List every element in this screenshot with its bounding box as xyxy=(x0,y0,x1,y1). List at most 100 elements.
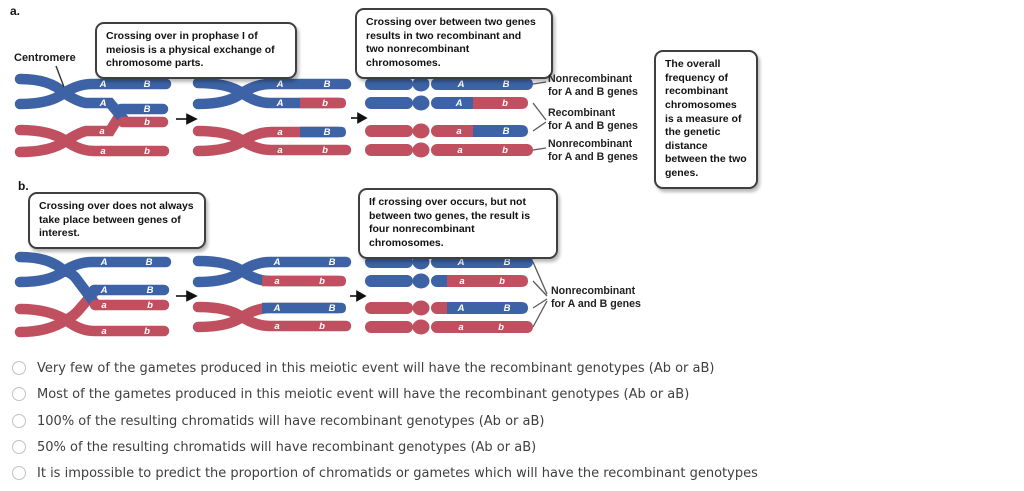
radio-option-1[interactable] xyxy=(12,361,26,375)
gene-label: a xyxy=(101,326,106,337)
label-title: Nonrecombinant xyxy=(548,138,633,150)
part-b-label-connectors xyxy=(532,261,548,328)
part-a-label-connectors xyxy=(532,81,547,151)
part-b-stage3-chromatids xyxy=(365,254,533,335)
gene-label: B xyxy=(329,257,336,268)
gene-label: a xyxy=(274,276,279,287)
gene-label: a xyxy=(277,127,282,138)
option-text-5: It is impossible to predict the proporti… xyxy=(37,465,758,481)
label-subtitle: for A and B genes xyxy=(548,119,638,132)
part-b-stage3-gene-labels: A B a b A B a b xyxy=(457,257,511,333)
part-a-stage1-chromosomes xyxy=(14,73,172,158)
arrow-icon-a2 xyxy=(351,112,368,124)
radio-option-4[interactable] xyxy=(12,440,26,454)
gene-label: B xyxy=(144,104,151,115)
gene-label: b xyxy=(499,276,505,287)
centromere-label: Centromere xyxy=(14,52,76,64)
gene-label: b xyxy=(319,276,325,287)
answer-option-row-5[interactable]: It is impossible to predict the proporti… xyxy=(0,462,758,484)
callout-crossing-between-genes: Crossing over between two genes results … xyxy=(355,8,553,79)
label-subtitle: for A and B genes xyxy=(548,85,638,98)
part-a-stage3-gene-labels: A B A b a B a b xyxy=(455,79,510,156)
gene-label: a xyxy=(99,126,104,137)
answer-option-row-3[interactable]: 100% of the resulting chromatids will ha… xyxy=(0,410,544,432)
gene-label: B xyxy=(504,257,511,268)
gene-label: B xyxy=(503,126,510,137)
centromere-pointer-line xyxy=(55,65,65,88)
part-b-stage1-chromosomes xyxy=(14,251,172,338)
gene-label: A xyxy=(273,257,281,268)
label-title: Nonrecombinant xyxy=(551,285,636,297)
radio-option-3[interactable] xyxy=(12,414,26,428)
radio-option-2[interactable] xyxy=(12,387,26,401)
chromosome-diagram-svg: A B A B b a a b A B xyxy=(14,65,548,338)
label-title: Recombinant xyxy=(548,107,616,119)
arrow-icon-b2 xyxy=(350,290,367,302)
gene-label: A xyxy=(100,257,108,268)
part-a-stage1-gene-labels: A B A B b a a b xyxy=(99,79,151,157)
panel-b-label: b. xyxy=(18,179,29,193)
label-title: Nonrecombinant xyxy=(548,73,633,85)
gene-label: A xyxy=(100,285,108,296)
gene-label: a xyxy=(101,300,106,311)
gene-label: b xyxy=(147,300,153,311)
arrow-icon-b1 xyxy=(176,290,198,302)
panel-a-label: a. xyxy=(10,4,21,18)
gene-label: B xyxy=(147,285,154,296)
gene-label: B xyxy=(504,303,511,314)
gene-label: A xyxy=(457,79,465,90)
gene-label: A xyxy=(276,79,284,90)
gene-label: a xyxy=(456,126,461,137)
label-recombinant: Recombinant for A and B genes xyxy=(548,107,638,132)
gene-label: b xyxy=(144,117,150,128)
gene-label: b xyxy=(502,145,508,156)
gene-label: B xyxy=(144,79,151,90)
callout-recombination-frequency: The overall frequency of recombinant chr… xyxy=(654,50,758,189)
part-b-stage1-gene-labels: A B A B a b a b xyxy=(100,257,154,337)
gene-label: B xyxy=(503,79,510,90)
gene-label: a xyxy=(458,322,463,333)
part-a-stage2-chromosomes xyxy=(192,77,352,157)
gene-label: a xyxy=(457,145,462,156)
option-text-2: Most of the gametes produced in this mei… xyxy=(37,386,690,402)
label-nonrecombinant-part-b: Nonrecombinant for A and B genes xyxy=(551,285,641,310)
callout-four-nonrecombinant: If crossing over occurs, but not between… xyxy=(358,188,558,259)
option-text-1: Very few of the gametes produced in this… xyxy=(37,360,715,376)
gene-label: B xyxy=(324,127,331,138)
gene-label: B xyxy=(324,79,331,90)
gene-label: b xyxy=(322,98,328,109)
gene-label: a xyxy=(274,321,279,332)
option-text-4: 50% of the resulting chromatids will hav… xyxy=(37,439,537,455)
callout-not-always-between-genes: Crossing over does not always take place… xyxy=(28,192,206,249)
gene-label: A xyxy=(455,98,463,109)
part-a-stage3-chromatids xyxy=(365,76,533,158)
right-arrow-icons xyxy=(176,112,368,302)
gene-label: B xyxy=(146,257,153,268)
gene-label: a xyxy=(277,145,282,156)
answer-option-row-1[interactable]: Very few of the gametes produced in this… xyxy=(0,357,714,379)
gene-label: b xyxy=(144,326,150,337)
gene-label: A xyxy=(276,98,284,109)
part-b-stage2-gene-labels: A B a b A B a b xyxy=(273,257,336,332)
gene-label: b xyxy=(498,322,504,333)
gene-label: A xyxy=(457,303,465,314)
label-subtitle: for A and B genes xyxy=(551,297,641,310)
radio-option-5[interactable] xyxy=(12,466,26,480)
arrow-icon-a1 xyxy=(176,113,198,125)
label-nonrecombinant-top: Nonrecombinant for A and B genes xyxy=(548,73,638,98)
answer-option-row-4[interactable]: 50% of the resulting chromatids will hav… xyxy=(0,436,536,458)
label-nonrecombinant-bottom: Nonrecombinant for A and B genes xyxy=(548,138,638,163)
label-subtitle: for A and B genes xyxy=(548,150,638,163)
gene-label: A xyxy=(99,98,107,109)
answer-option-row-2[interactable]: Most of the gametes produced in this mei… xyxy=(0,383,689,405)
callout-crossing-over-prophase: Crossing over in prophase I of meiosis i… xyxy=(95,22,297,79)
gene-label: A xyxy=(273,303,281,314)
meiosis-crossover-figure: A B A B b a a b A B xyxy=(10,4,758,338)
gene-label: a xyxy=(100,146,105,157)
part-a-stage2-gene-labels: A B A b a B a b xyxy=(276,79,331,156)
gene-label: A xyxy=(457,257,465,268)
gene-label: a xyxy=(459,276,464,287)
part-b-stage2-chromosomes xyxy=(192,255,352,333)
gene-label: B xyxy=(329,303,336,314)
